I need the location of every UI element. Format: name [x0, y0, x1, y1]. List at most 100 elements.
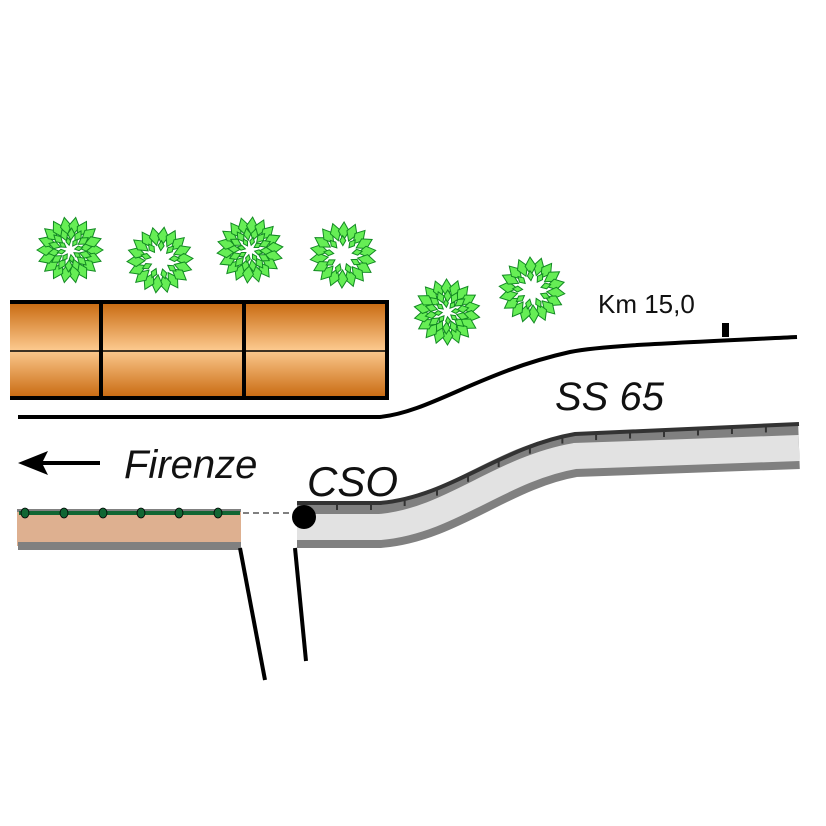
- guardrail-posts: [336, 425, 767, 510]
- pipe-nodes: [20, 507, 223, 519]
- tree-leaf: [256, 232, 266, 244]
- sidewalk-bottom-edge: [18, 542, 241, 550]
- tree-leaf: [229, 238, 243, 246]
- tree-leaf: [157, 239, 165, 252]
- tree-leaf: [325, 259, 336, 266]
- tree-leaf: [168, 255, 181, 263]
- tree-leaf: [248, 258, 257, 273]
- cso-label: CSO: [307, 458, 398, 505]
- tree-leaf: [350, 258, 361, 266]
- tree-leaf: [454, 298, 466, 307]
- pipe-node: [59, 507, 69, 519]
- tree-leaf: [148, 226, 161, 247]
- tree-leaf: [443, 298, 449, 309]
- tree-leaf: [242, 238, 249, 247]
- road-edge-north: [18, 335, 798, 419]
- tree-leaf: [450, 308, 461, 314]
- pipe-node: [98, 507, 108, 519]
- pipe-node: [136, 507, 146, 519]
- tree-leaf: [68, 253, 75, 264]
- tree-leaf: [73, 245, 84, 252]
- guardrail: [297, 422, 800, 505]
- pipe-node: [213, 507, 223, 519]
- channel-bank-left: [238, 547, 267, 681]
- tree-leaf: [445, 315, 451, 326]
- tree-leaf: [339, 234, 347, 247]
- tree-leaf: [67, 227, 76, 241]
- tree-leaf: [334, 262, 342, 275]
- tree-leaf: [540, 282, 552, 290]
- tree-leaf: [433, 310, 444, 316]
- tree-leaf: [438, 314, 445, 323]
- channel-bank-right: [293, 547, 308, 662]
- tree-leaf: [535, 297, 542, 309]
- tree-leaf: [516, 258, 528, 278]
- tree-leaf: [309, 252, 330, 265]
- tree-leaf: [244, 253, 251, 264]
- tree-leaf: [160, 268, 168, 280]
- tree-leaf: [51, 255, 63, 263]
- tree-leaf: [243, 227, 252, 242]
- tree-leaf: [172, 245, 192, 257]
- tree-leaf: [150, 267, 158, 279]
- tree-leaf: [428, 317, 440, 326]
- outfall-dot-icon: [292, 505, 316, 529]
- sidewalk: [17, 507, 241, 550]
- tree-icon: [36, 216, 104, 284]
- tree-icon: [498, 256, 566, 324]
- road-label: SS 65: [555, 375, 665, 419]
- tree-leaf: [449, 314, 458, 321]
- tree-leaf: [348, 239, 356, 249]
- tree-leaf: [166, 264, 177, 272]
- tree-leaf: [251, 253, 258, 262]
- tree-leaf: [527, 304, 540, 324]
- tree-leaf: [322, 249, 335, 257]
- tree-leaf: [515, 294, 526, 303]
- tree-leaf: [253, 242, 262, 249]
- tree-leaf: [329, 239, 338, 249]
- tree-leaf: [56, 248, 67, 255]
- tree-leaf: [253, 249, 264, 256]
- sidewalk-body: [17, 510, 241, 546]
- tree-leaf: [249, 236, 256, 247]
- tree-leaf: [151, 273, 163, 294]
- tree-leaf: [78, 250, 92, 259]
- tree-leaf: [73, 252, 82, 258]
- tree-icon: [216, 216, 284, 284]
- tree-leaf: [346, 223, 358, 242]
- tree-icon: [413, 278, 481, 346]
- tree-leaf: [257, 254, 271, 262]
- tree-leaf: [455, 312, 470, 321]
- sidewalk-top-edge: [17, 509, 241, 512]
- tree-leaf: [539, 292, 551, 300]
- tree-leaf: [511, 285, 524, 293]
- tree-leaf: [62, 253, 68, 262]
- tree-leaf: [329, 222, 342, 242]
- tree-leaf: [173, 261, 193, 273]
- tree-leaf: [77, 237, 89, 245]
- tree-leaf: [72, 238, 78, 247]
- tree-icon: [126, 226, 194, 294]
- tree-leaf: [498, 289, 519, 302]
- tree-leaf: [449, 301, 456, 310]
- tree-group: [36, 216, 566, 346]
- tree-leaf: [545, 286, 566, 299]
- tree-leaf: [351, 248, 364, 256]
- tree-leaf: [336, 269, 349, 289]
- tree-leaf: [501, 273, 520, 285]
- km-marker: [722, 323, 729, 337]
- arrow-left-icon: [18, 451, 100, 475]
- pipe-node: [20, 507, 30, 519]
- pipe-node: [174, 507, 184, 519]
- direction-label: Firenze: [124, 443, 257, 487]
- tree-leaf: [525, 298, 533, 310]
- tree-leaf: [517, 275, 526, 285]
- tree-leaf: [58, 242, 67, 248]
- tree-leaf: [234, 256, 244, 268]
- tree-leaf: [424, 303, 439, 312]
- km-label: Km 15,0: [598, 289, 695, 319]
- tree-leaf: [449, 320, 458, 334]
- tree-leaf: [533, 257, 545, 277]
